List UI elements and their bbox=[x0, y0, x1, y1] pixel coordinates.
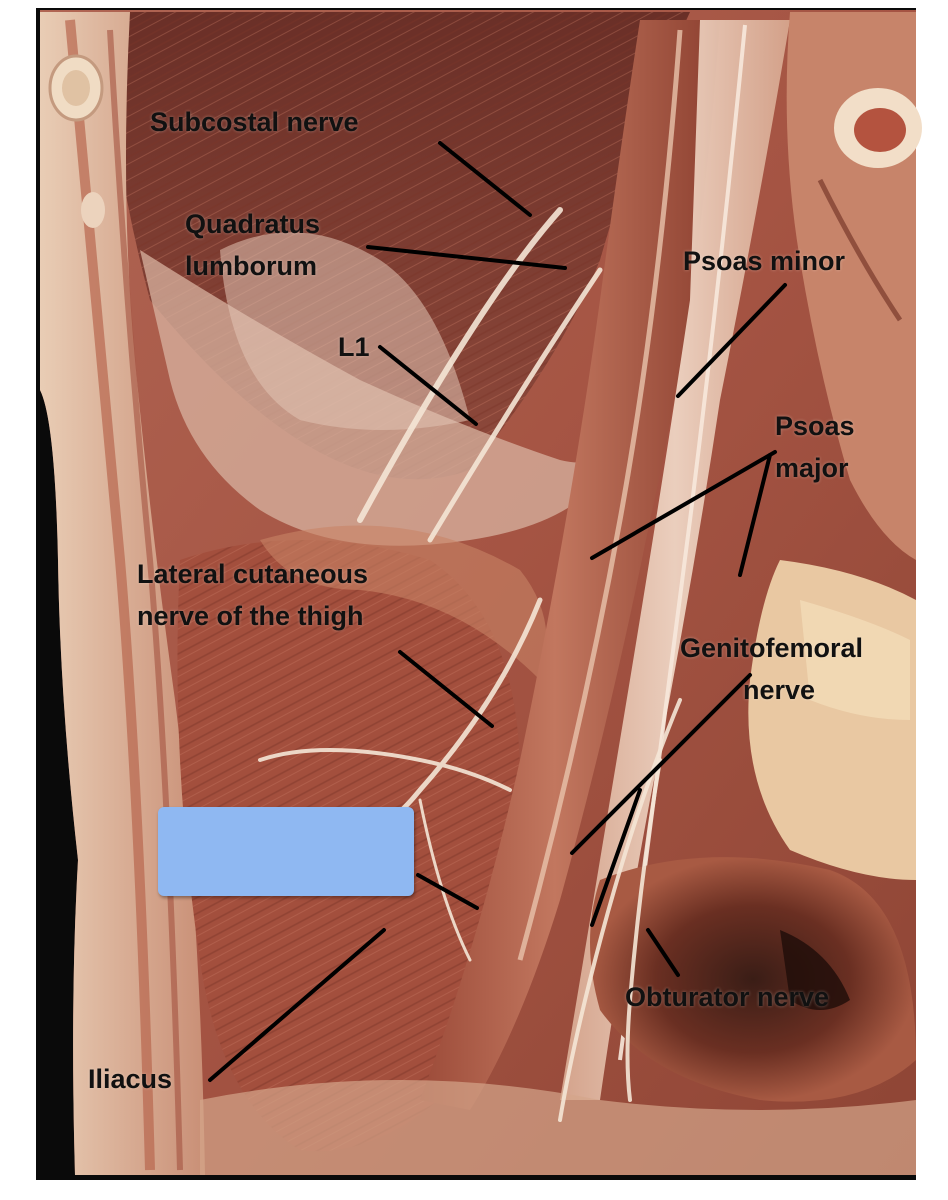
label-l1: L1 bbox=[338, 332, 370, 362]
label-obturator-nerve: Obturator nerve bbox=[625, 982, 830, 1012]
label-subcostal-nerve: Subcostal nerve bbox=[150, 107, 359, 137]
leader-line-quadratus bbox=[366, 245, 567, 270]
answer-mask-box[interactable] bbox=[158, 807, 414, 896]
leader-line-genitofemoral bbox=[570, 673, 752, 855]
leader-line-answer-box bbox=[416, 873, 479, 910]
leader-line-obturator-2 bbox=[590, 788, 642, 927]
label-lateral-cutaneous-nerve: Lateral cutaneous nerve of the thigh bbox=[137, 559, 369, 631]
leader-lines bbox=[208, 141, 787, 1082]
leader-line-iliacus bbox=[208, 928, 386, 1082]
leader-line-lateral-cutaneous bbox=[398, 650, 494, 728]
leader-line-psoas-major-1 bbox=[590, 450, 777, 560]
label-psoas-major: Psoas major bbox=[775, 411, 855, 483]
leader-line-psoas-minor bbox=[676, 283, 787, 398]
leader-line-obturator bbox=[646, 928, 680, 977]
leader-line-l1 bbox=[378, 345, 478, 426]
leader-line-psoas-major-2 bbox=[738, 453, 772, 577]
leader-line-subcostal bbox=[438, 141, 532, 217]
label-iliacus: Iliacus bbox=[88, 1064, 173, 1094]
label-quadratus-lumborum: Quadratus lumborum bbox=[185, 209, 321, 281]
label-genitofemoral-nerve: Genitofemoral nerve bbox=[680, 633, 864, 705]
label-psoas-minor: Psoas minor bbox=[683, 246, 846, 276]
